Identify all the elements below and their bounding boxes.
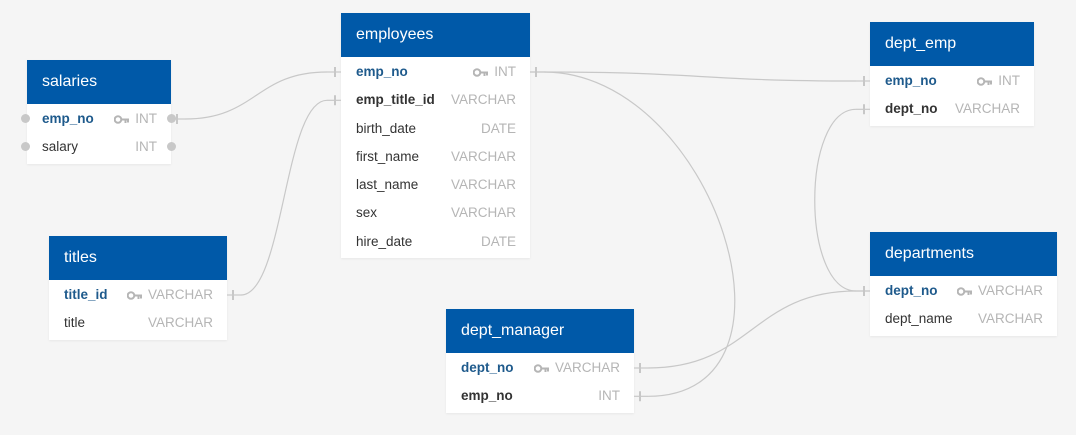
field-type-label: INT [598,388,620,404]
field-row[interactable]: dept_no VARCHAR [446,353,634,381]
field-row[interactable]: emp_no INT [446,381,634,409]
field-type: VARCHAR [451,149,516,164]
field-row[interactable]: dept_no VARCHAR [870,276,1057,304]
field-type: VARCHAR [955,101,1020,116]
field-name: dept_name [885,311,953,327]
field-row[interactable]: title VARCHAR [49,308,227,336]
field-name: dept_no [885,283,938,298]
key-icon [533,361,550,376]
entity-title[interactable]: dept_manager [446,309,634,353]
field-type: INT [598,388,620,403]
field-row[interactable]: title_id VARCHAR [49,280,227,308]
field-type-label: INT [135,111,157,126]
field-type: INT [976,73,1020,89]
field-name: emp_no [461,388,513,404]
field-type-label: VARCHAR [977,283,1043,298]
entity-title[interactable]: departments [870,232,1057,276]
field-row[interactable]: salary INT [21,132,176,160]
key-icon [976,74,993,89]
connector-dot[interactable] [167,142,176,152]
field-row[interactable]: emp_no INT [870,66,1034,94]
field-row[interactable]: birth_date DATE [341,114,530,142]
key-icon [956,284,973,299]
connector-dot[interactable] [21,142,30,152]
field-row[interactable]: dept_name VARCHAR [870,304,1057,332]
field-type: VARCHAR [956,283,1043,299]
entity-dept-manager[interactable]: dept_manager dept_no VARCHAR emp_no INT [446,309,634,413]
field-name: emp_no [42,111,94,126]
key-icon [126,288,143,303]
entity-title[interactable]: salaries [27,60,171,104]
field-type: DATE [481,121,516,136]
field-type-label: INT [998,73,1020,88]
field-row[interactable]: emp_no INT [341,57,530,85]
field-type-label: VARCHAR [450,148,516,164]
field-type: INT [113,111,157,127]
connector-dot[interactable] [21,114,30,123]
field-name: title_id [64,287,108,302]
entity-title[interactable]: titles [49,236,227,280]
key-icon [472,65,489,80]
field-type-label: VARCHAR [450,92,516,108]
field-name: salary [42,139,79,155]
field-name: dept_no [461,360,514,375]
field-name: dept_no [885,101,938,117]
field-name: last_name [356,177,419,193]
entity-title[interactable]: dept_emp [870,22,1034,66]
field-type: INT [135,139,157,154]
field-name: hire_date [356,233,413,249]
field-row[interactable]: emp_no INT [21,104,176,132]
field-row[interactable]: sex VARCHAR [341,198,530,226]
field-type-label: INT [494,64,516,79]
field-row[interactable]: dept_no VARCHAR [870,94,1034,122]
field-type-label: INT [135,139,157,155]
field-type-label: VARCHAR [147,287,213,302]
field-row[interactable]: first_name VARCHAR [341,142,530,170]
field-type: VARCHAR [451,92,516,107]
field-type-label: VARCHAR [977,311,1043,327]
field-type: VARCHAR [148,315,213,330]
field-type: INT [472,64,516,80]
field-type: VARCHAR [978,311,1043,326]
field-type-label: VARCHAR [450,177,516,193]
field-row[interactable]: emp_title_id VARCHAR [341,85,530,113]
entity-title[interactable]: employees [341,13,530,57]
field-type-label: VARCHAR [450,205,516,221]
connector-dot[interactable] [167,114,176,123]
field-name: title [64,315,86,331]
field-type: VARCHAR [451,205,516,220]
field-type-label: DATE [480,233,516,249]
field-name: emp_no [885,73,937,88]
field-name: birth_date [356,120,417,136]
field-type: VARCHAR [533,360,620,376]
field-type: DATE [481,234,516,249]
field-row[interactable]: last_name VARCHAR [341,170,530,198]
entity-dept-emp[interactable]: dept_emp emp_no INT dept_no VARCHAR [870,22,1034,126]
field-name: emp_no [356,64,408,79]
field-name: emp_title_id [356,92,435,108]
field-name: sex [356,205,378,221]
field-type-label: VARCHAR [554,360,620,375]
field-name: first_name [356,148,420,164]
field-type: VARCHAR [451,177,516,192]
field-type-label: DATE [480,120,516,136]
field-type-label: VARCHAR [954,101,1020,117]
field-row[interactable]: hire_date DATE [341,227,530,255]
key-icon [113,112,130,127]
field-type-label: VARCHAR [147,315,213,331]
field-type: VARCHAR [126,287,213,303]
